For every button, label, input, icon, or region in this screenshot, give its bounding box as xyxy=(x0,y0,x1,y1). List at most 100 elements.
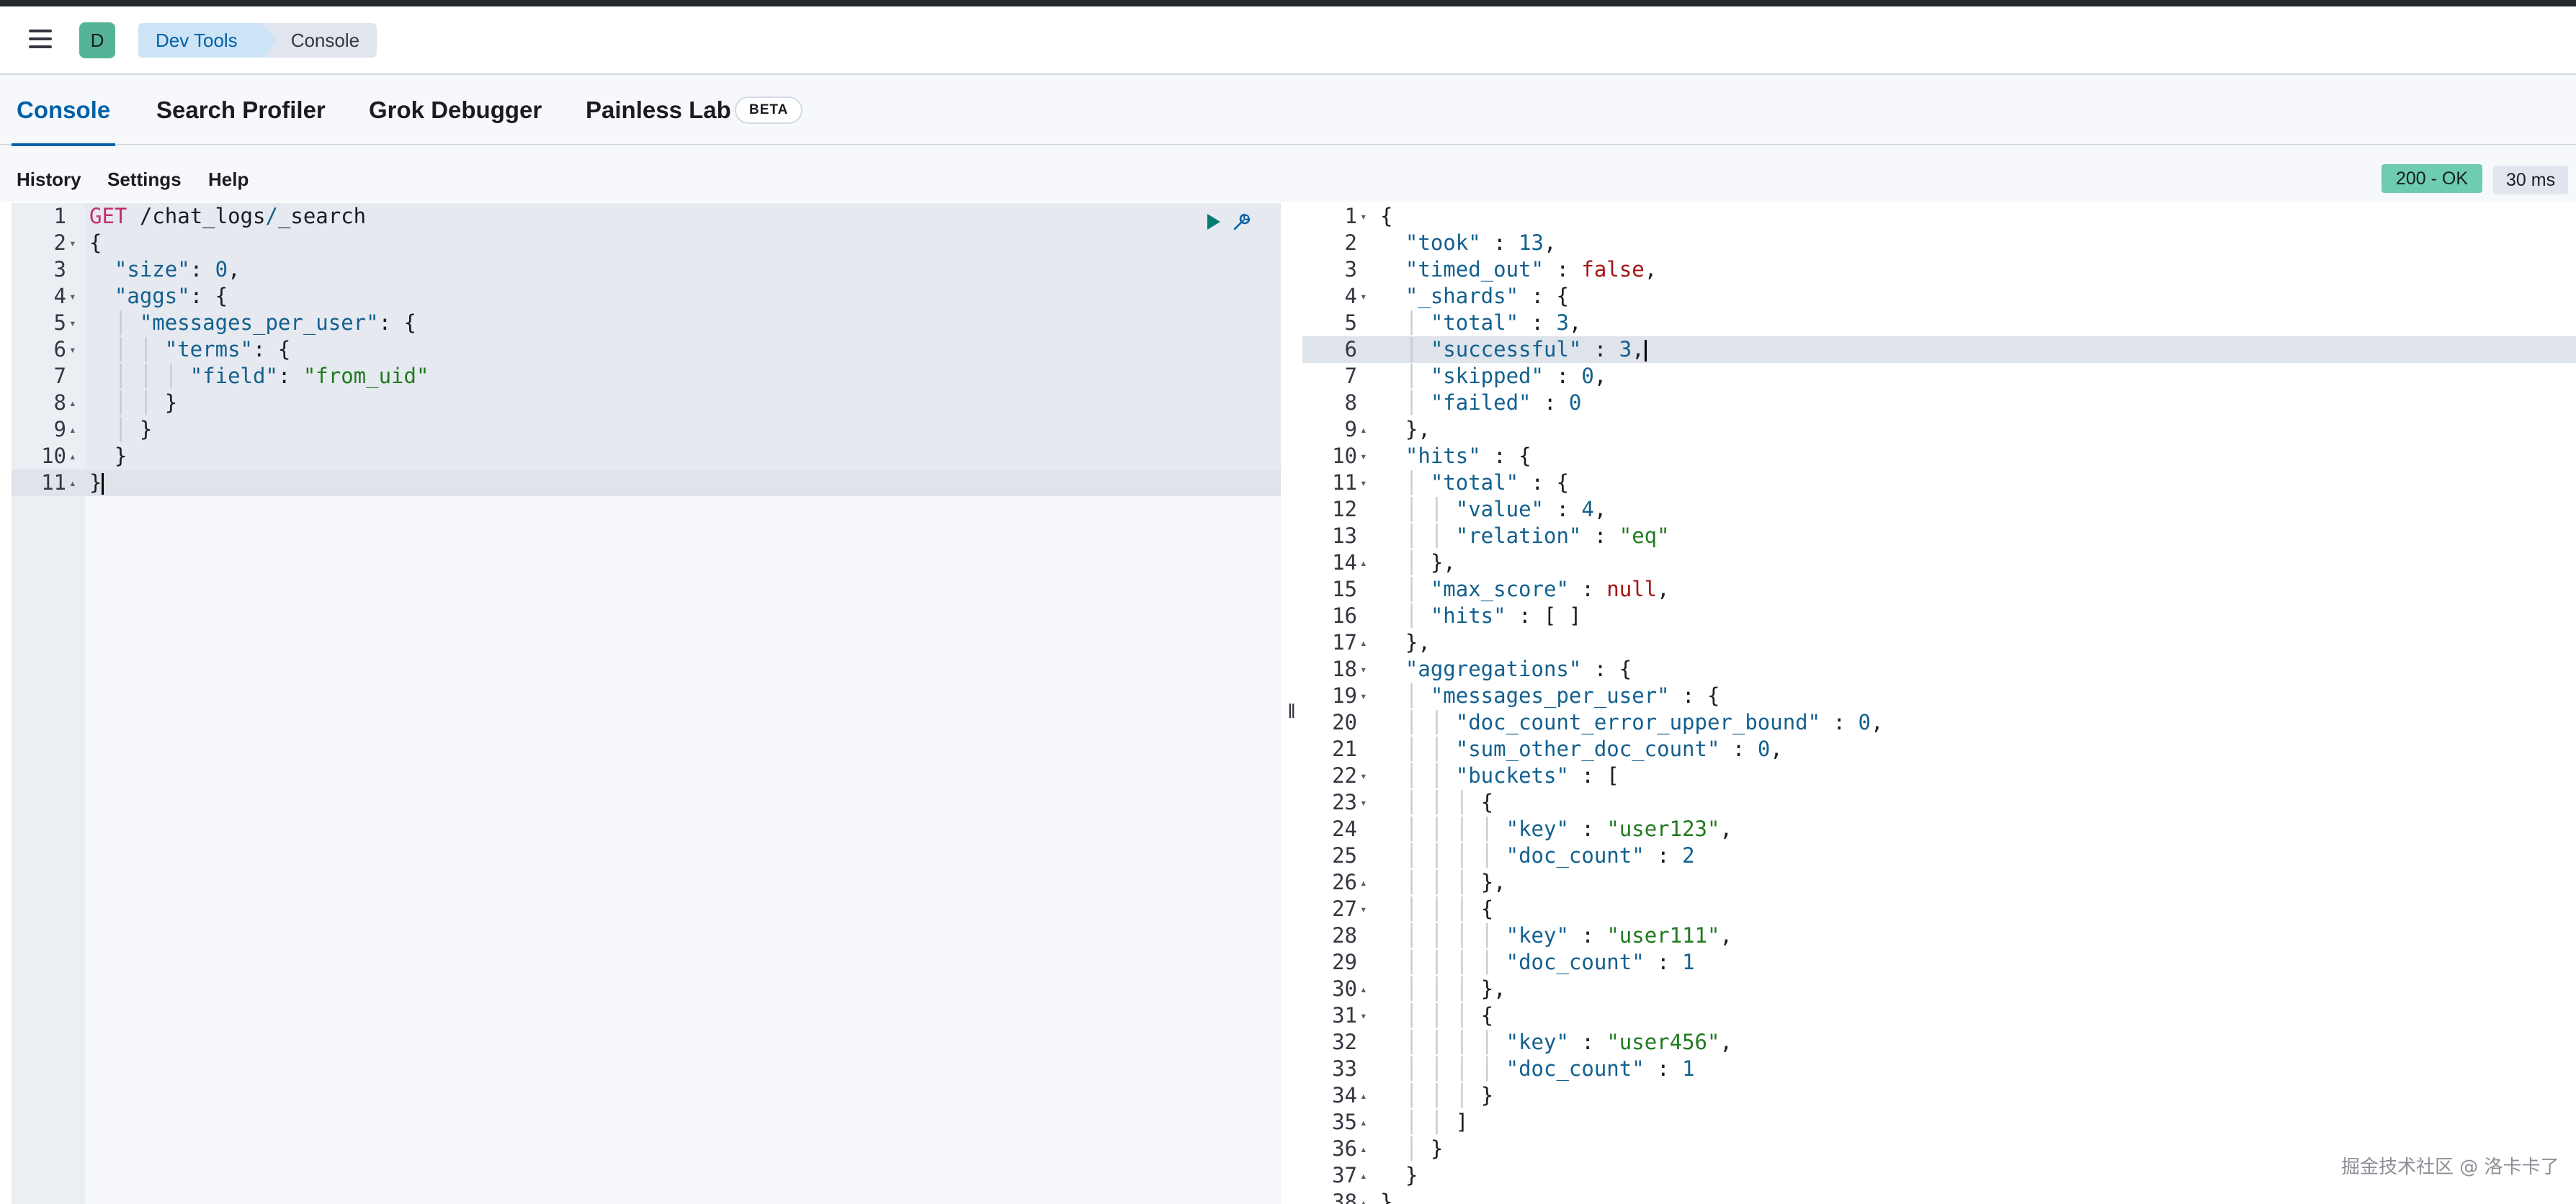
code-text: "aggs": { xyxy=(89,283,228,310)
app-header: D Dev Tools Console xyxy=(0,6,2576,75)
line-number: 21 xyxy=(1332,737,1357,761)
fold-open-icon[interactable]: ▾ xyxy=(1360,476,1367,490)
fold-open-icon[interactable]: ▾ xyxy=(69,343,76,356)
fold-open-icon[interactable]: ▾ xyxy=(1360,796,1367,809)
code-text: "took" : 13, xyxy=(1380,230,1557,256)
fold-open-icon[interactable]: ▾ xyxy=(1360,289,1367,303)
request-line[interactable]: 7 │ │ │ "field": "from_uid" xyxy=(12,363,1281,390)
fold-close-icon[interactable]: ▴ xyxy=(1360,636,1367,650)
code-text: │ "hits" : [ ] xyxy=(1380,603,1582,628)
line-number: 30 xyxy=(1332,976,1357,1001)
code-text: "hits" : { xyxy=(1380,443,1531,470)
fold-close-icon[interactable]: ▴ xyxy=(1360,876,1367,889)
line-number: 7 xyxy=(1344,364,1357,388)
indent-guide: │ │ xyxy=(1380,737,1456,761)
fold-open-icon[interactable]: ▾ xyxy=(1360,769,1367,783)
code-text: "aggregations" : { xyxy=(1380,656,1632,683)
wrench-icon[interactable] xyxy=(1229,209,1255,235)
fold-close-icon[interactable]: ▴ xyxy=(69,476,76,490)
tab-painless-lab[interactable]: Painless Lab xyxy=(586,96,731,123)
line-number: 2 xyxy=(53,230,66,255)
code-text: │ │ │ │ "key" : "user123", xyxy=(1380,817,1732,841)
response-line: 5 │ "total" : 3, xyxy=(1302,310,2576,336)
line-number: 20 xyxy=(1332,710,1357,734)
request-line[interactable]: 6▾ │ │ "terms": { xyxy=(12,336,1281,363)
tab-grok-debugger[interactable]: Grok Debugger xyxy=(369,96,542,123)
line-number: 5 xyxy=(53,310,66,335)
indent-guide: │ │ │ │ xyxy=(1380,817,1506,841)
line-number: 11 xyxy=(41,470,66,495)
request-line[interactable]: 5▾ │ "messages_per_user": { xyxy=(12,310,1281,336)
settings-link[interactable]: Settings xyxy=(107,169,182,190)
fold-close-icon[interactable]: ▴ xyxy=(1360,423,1367,436)
line-number: 8 xyxy=(1344,390,1357,415)
request-line[interactable]: 10▴ } xyxy=(12,443,1281,470)
fold-close-icon[interactable]: ▴ xyxy=(1360,1115,1367,1129)
pane-resizer[interactable]: ‖ xyxy=(1287,700,1296,722)
fold-close-icon[interactable]: ▴ xyxy=(1360,1089,1367,1102)
code-text: } xyxy=(1380,1162,1418,1189)
line-number: 6 xyxy=(1344,337,1357,361)
response-line: 7 │ "skipped" : 0, xyxy=(1302,363,2576,390)
code-text: }, xyxy=(1380,416,1431,443)
space-avatar[interactable]: D xyxy=(79,22,115,58)
request-line[interactable]: 2▾{ xyxy=(12,230,1281,256)
request-line[interactable]: 8▴ │ │ } xyxy=(12,390,1281,416)
indent-guide xyxy=(1380,230,1405,255)
code-text: │ │ │ }, xyxy=(1380,870,1506,894)
indent-guide: │ │ │ │ xyxy=(1380,1030,1506,1054)
code-text: │ │ } xyxy=(89,390,178,415)
line-number: 26 xyxy=(1332,870,1357,894)
indent-guide: │ │ xyxy=(1380,1110,1456,1134)
indent-guide xyxy=(1380,657,1405,681)
menu-icon[interactable] xyxy=(26,30,55,51)
code-text: │ │ │ │ "key" : "user456", xyxy=(1380,1030,1732,1054)
response-line: 15 │ "max_score" : null, xyxy=(1302,576,2576,603)
fold-close-icon[interactable]: ▴ xyxy=(1360,982,1367,996)
request-line[interactable]: 3 "size": 0, xyxy=(12,256,1281,283)
fold-open-icon[interactable]: ▾ xyxy=(1360,902,1367,916)
line-number: 5 xyxy=(1344,310,1357,335)
line-number: 34 xyxy=(1332,1083,1357,1108)
indent-guide: │ │ │ │ xyxy=(1380,843,1506,868)
request-line[interactable]: 11▴} xyxy=(12,470,1281,496)
fold-open-icon[interactable]: ▾ xyxy=(1360,449,1367,463)
fold-close-icon[interactable]: ▴ xyxy=(69,396,76,410)
breadcrumb-dev-tools[interactable]: Dev Tools xyxy=(138,23,277,58)
response-line: 34▴ │ │ │ } xyxy=(1302,1082,2576,1109)
line-number: 10 xyxy=(41,444,66,468)
request-line[interactable]: 4▾ "aggs": { xyxy=(12,283,1281,310)
fold-open-icon[interactable]: ▾ xyxy=(1360,662,1367,676)
fold-open-icon[interactable]: ▾ xyxy=(69,236,76,250)
fold-close-icon[interactable]: ▴ xyxy=(69,423,76,436)
tab-console[interactable]: Console xyxy=(17,96,111,123)
code-text: "_shards" : { xyxy=(1380,283,1569,310)
line-number: 18 xyxy=(1332,657,1357,681)
code-text: │ "total" : 3, xyxy=(1380,310,1582,335)
code-text: } xyxy=(89,443,127,470)
response-line: 6 │ "successful" : 3, xyxy=(1302,336,2576,363)
indent-guide: │ │ xyxy=(89,337,165,361)
response-line: 33 │ │ │ │ "doc_count" : 1 xyxy=(1302,1056,2576,1082)
fold-open-icon[interactable]: ▾ xyxy=(1360,689,1367,703)
history-link[interactable]: History xyxy=(17,169,81,190)
fold-open-icon[interactable]: ▾ xyxy=(1360,210,1367,223)
fold-open-icon[interactable]: ▾ xyxy=(69,289,76,303)
request-line[interactable]: 9▴ │ } xyxy=(12,416,1281,443)
code-text: GET /chat_logs/_search xyxy=(89,204,367,228)
fold-close-icon[interactable]: ▴ xyxy=(69,449,76,463)
fold-close-icon[interactable]: ▴ xyxy=(1360,1142,1367,1156)
code-text: │ │ │ { xyxy=(1380,790,1494,814)
fold-open-icon[interactable]: ▾ xyxy=(69,316,76,330)
fold-close-icon[interactable]: ▴ xyxy=(1360,1169,1367,1182)
response-line: 38▴} xyxy=(1302,1189,2576,1204)
play-icon[interactable] xyxy=(1203,212,1223,232)
help-link[interactable]: Help xyxy=(208,169,249,190)
fold-open-icon[interactable]: ▾ xyxy=(1360,1009,1367,1023)
fold-close-icon[interactable]: ▴ xyxy=(1360,556,1367,570)
watermark: 掘金技术社区 @ 洛卡卡了 xyxy=(2341,1156,2559,1178)
fold-close-icon[interactable]: ▴ xyxy=(1360,1195,1367,1204)
tab-search-profiler[interactable]: Search Profiler xyxy=(156,96,326,123)
